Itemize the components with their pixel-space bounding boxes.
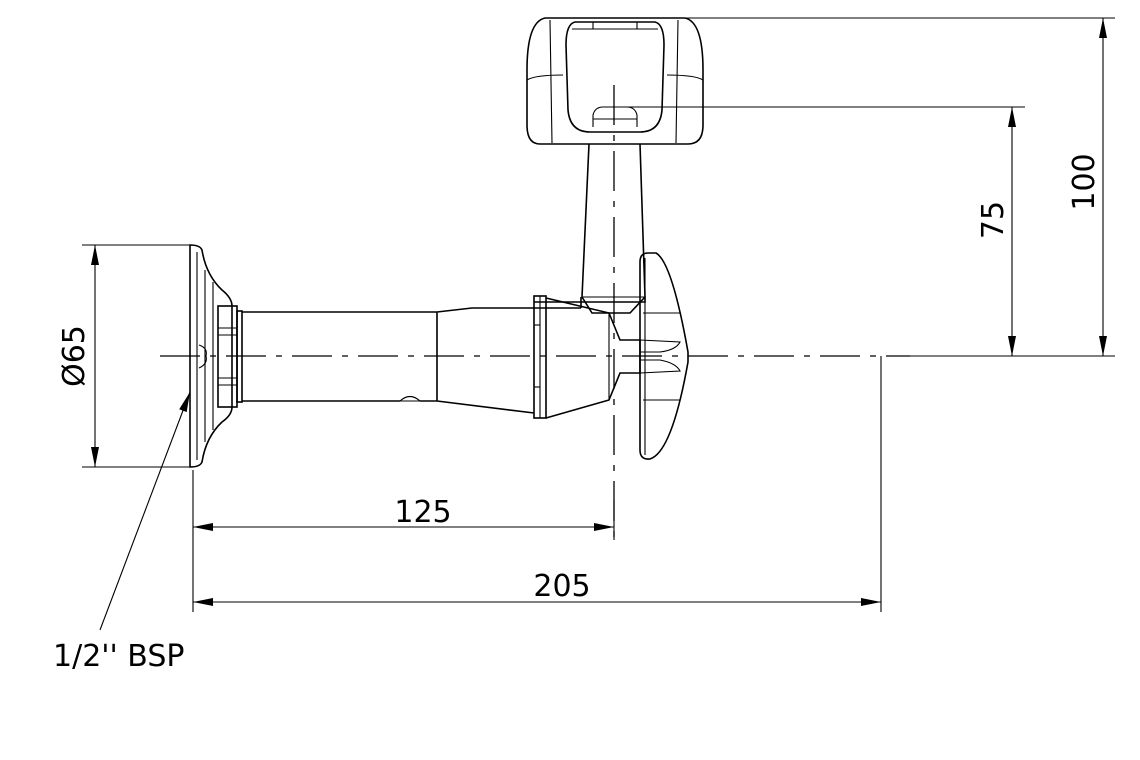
wall-flange xyxy=(189,244,233,468)
thread-leader-line xyxy=(99,391,191,631)
diameter-label: Ø65 xyxy=(57,325,92,387)
overall-length-label: 205 xyxy=(533,569,590,604)
outlet-height-label: 75 xyxy=(976,201,1011,239)
tap-body xyxy=(242,295,646,419)
flange-nut xyxy=(217,305,243,408)
tap-handle xyxy=(639,252,689,460)
thread-label: 1/2'' BSP xyxy=(53,639,185,674)
spout-distance-label: 125 xyxy=(394,495,451,530)
overall-height-label: 100 xyxy=(1067,153,1102,210)
swivel-spout xyxy=(526,17,704,314)
